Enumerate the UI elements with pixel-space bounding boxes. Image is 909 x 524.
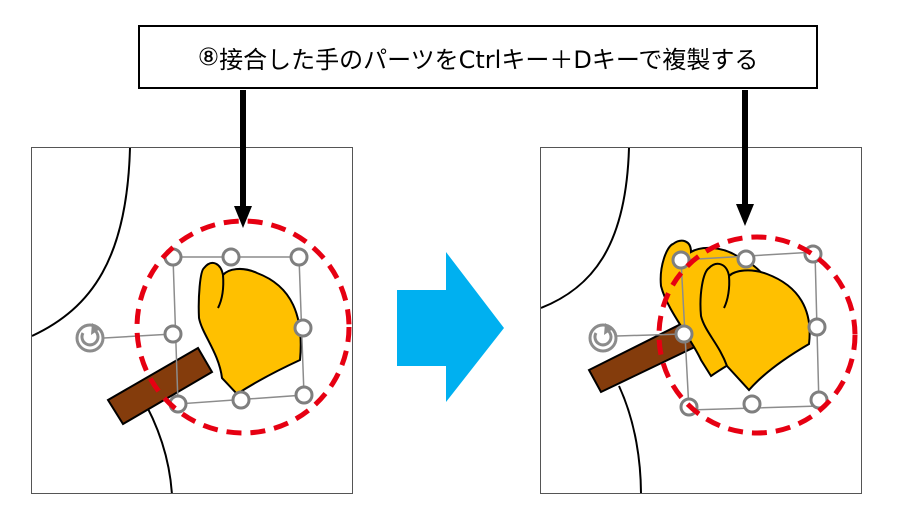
resize-handle-right[interactable] [293,318,313,338]
resize-handle-bottom-left[interactable] [679,397,699,417]
mitten-shape [197,261,302,396]
resize-handle-top-right[interactable] [289,247,309,267]
instruction-text: 接合した手のパーツをCtrlキー＋Dキーで複製する [219,45,759,74]
rotate-handle-icon[interactable] [588,323,618,353]
resize-handle-top-right[interactable] [803,244,823,264]
resize-handle-bottom[interactable] [742,394,762,414]
right-arrow-icon [397,252,504,402]
resize-handle-top-left[interactable] [163,247,183,267]
canvas-after [541,148,829,493]
stick-shape [106,346,214,426]
resize-handle-top-left[interactable] [671,250,691,270]
body-outline-curve [541,148,630,309]
resize-handle-bottom-left[interactable] [168,394,188,414]
canvas-before [32,148,314,493]
rotate-handle-icon[interactable] [75,323,105,353]
step-marker: ⑧ [197,43,220,71]
panel-after [540,147,862,494]
resize-handle-bottom[interactable] [231,390,251,410]
panel-before [31,147,353,494]
resize-handle-top[interactable] [736,249,756,269]
rotate-connector [103,333,174,339]
resize-handle-bottom-right[interactable] [294,385,314,405]
body-outline-curve [32,148,131,337]
body-outline-curve-lower [618,385,642,493]
resize-handle-left[interactable] [163,324,183,344]
resize-handle-left[interactable] [674,324,694,344]
resize-handle-right[interactable] [807,317,827,337]
resize-handle-bottom-right[interactable] [809,390,829,410]
resize-handle-top[interactable] [221,247,241,267]
